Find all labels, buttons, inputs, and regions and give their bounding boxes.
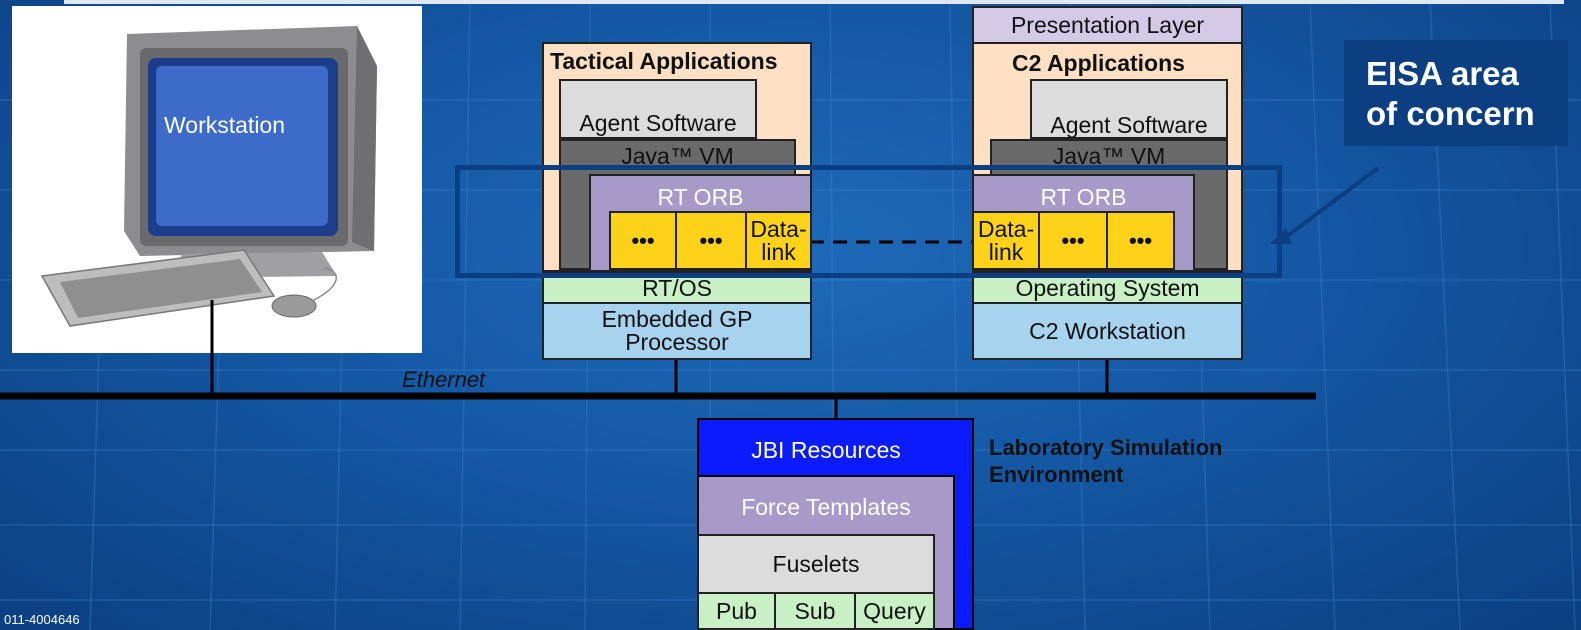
tactical-datalink-line2: link bbox=[761, 238, 796, 265]
tactical-datalink: Data- link bbox=[745, 211, 812, 270]
tactical-agent-software: Agent Software bbox=[559, 79, 757, 139]
eisa-callout: EISA area of concern bbox=[1344, 40, 1568, 146]
workstation-label: Workstation bbox=[164, 112, 286, 138]
c2-datalink-line1: Data- bbox=[977, 215, 1035, 242]
jbi-query: Query bbox=[854, 592, 935, 630]
lab-simulation-line1: Laboratory Simulation bbox=[989, 435, 1223, 460]
c2-orb-service-2: ••• bbox=[1106, 211, 1175, 270]
tactical-hardware: Embedded GP Processor bbox=[542, 302, 812, 360]
c2-apps-title: C2 Applications bbox=[1012, 50, 1185, 76]
callout-pointer bbox=[1280, 166, 1380, 242]
tactical-orb-service-2: ••• bbox=[675, 211, 747, 270]
lab-simulation-label: Laboratory Simulation Environment bbox=[989, 434, 1222, 488]
lab-simulation-line2: Environment bbox=[989, 462, 1124, 487]
tactical-datalink-line1: Data- bbox=[750, 215, 807, 242]
header-divider bbox=[64, 0, 1564, 4]
jbi-force-templates-label: Force Templates bbox=[741, 494, 911, 520]
document-number: 011-4004646 bbox=[4, 612, 80, 627]
c2-presentation-layer: Presentation Layer bbox=[972, 6, 1243, 44]
c2-agent-software: Agent Software bbox=[1030, 79, 1228, 139]
tactical-apps-title: Tactical Applications bbox=[550, 48, 778, 74]
jbi-sub: Sub bbox=[774, 592, 856, 630]
eisa-callout-line2: of concern bbox=[1366, 95, 1535, 132]
workstation-image: Workstation bbox=[12, 6, 422, 353]
computer-icon bbox=[40, 26, 377, 327]
c2-hardware: C2 Workstation bbox=[972, 302, 1243, 360]
eisa-callout-line1: EISA area bbox=[1366, 55, 1519, 92]
ethernet-label: Ethernet bbox=[402, 367, 486, 392]
jbi-resources-label: JBI Resources bbox=[751, 437, 901, 463]
jbi-pub: Pub bbox=[697, 592, 776, 630]
c2-datalink-line2: link bbox=[988, 238, 1024, 265]
eisa-area-outline bbox=[455, 165, 1282, 278]
c2-orb-service-1: ••• bbox=[1038, 211, 1108, 270]
c2-datalink: Data- link bbox=[972, 211, 1040, 270]
jbi-fuselets: Fuselets bbox=[697, 534, 935, 594]
